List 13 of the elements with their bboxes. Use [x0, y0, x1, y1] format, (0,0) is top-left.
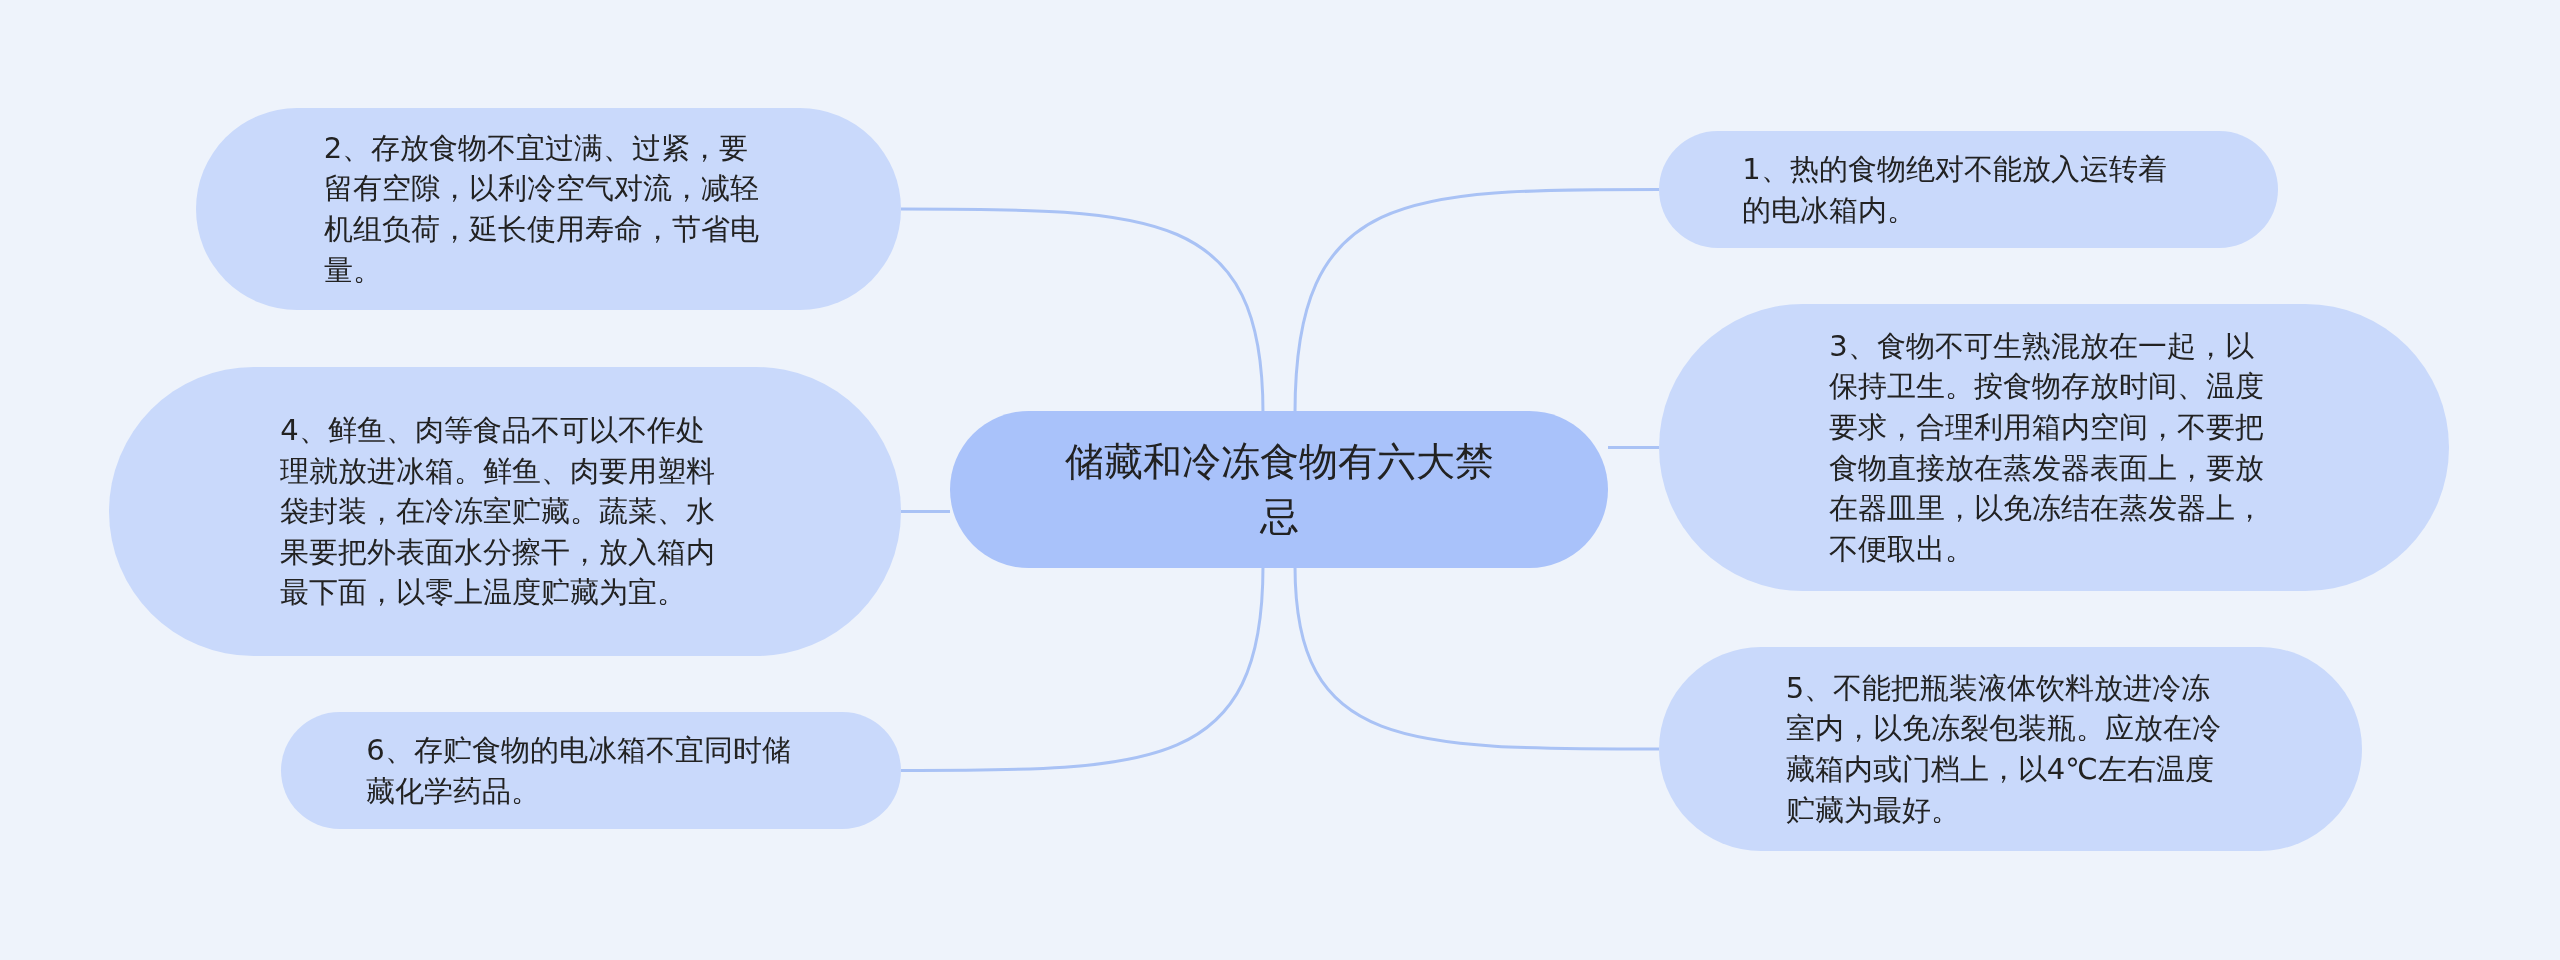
- connector-line: [901, 510, 950, 513]
- topic-text: 6、存贮食物的电冰箱不宜同时储藏化学药品。: [366, 731, 792, 810]
- central-topic-text: 储藏和冷冻食物有六大禁忌: [1063, 437, 1495, 541]
- topic-text: 5、不能把瓶装液体饮料放进冷冻室内，以免冻裂包装瓶。应放在冷藏箱内或门档上，以4℃左右温度贮藏为最好。: [1785, 669, 2222, 829]
- connector-line: [901, 565, 1265, 772]
- connector-line: [1293, 188, 1659, 414]
- connector-line: [1608, 446, 1659, 449]
- connector-line: [901, 207, 1265, 414]
- topic-text: 4、鲜鱼、肉等食品不可以不作处理就放进冰箱。鲜鱼、肉要用塑料袋封装，在冷冻室贮藏。蔬菜、水果要把外表面水分擦干，放入箱内最下面，以零上温度贮藏为宜。: [280, 412, 717, 612]
- topic-text: 3、食物不可生熟混放在一起，以保持卫生。按食物存放时间、温度要求，合理利用箱内空间，不要把食物直接放在蒸发器表面上，要放在器皿里，以免冻结在蒸发器上，不便取出。: [1829, 327, 2266, 568]
- connector-line: [1293, 565, 1659, 751]
- topic-text: 1、热的食物绝对不能放入运转着的电冰箱内。: [1742, 150, 2168, 229]
- topic-text: 2、存放食物不宜过满、过紧，要留有空隙，以利冷空气对流，减轻机组负荷，延长使用寿命，节省电量。: [323, 129, 760, 289]
